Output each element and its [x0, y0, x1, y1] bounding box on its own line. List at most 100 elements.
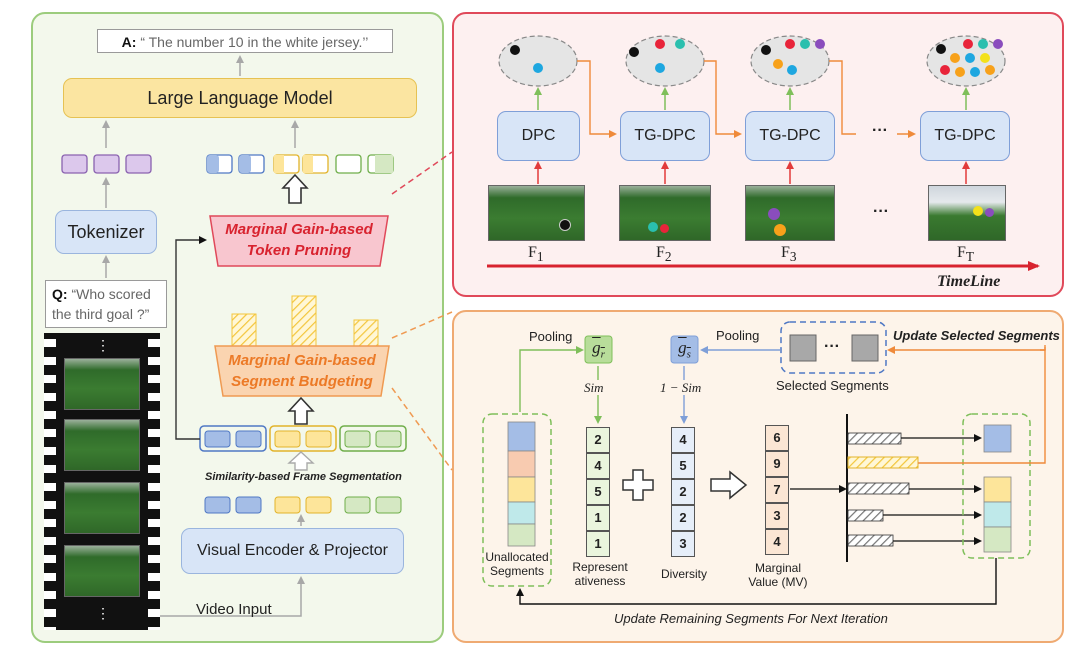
g-s-sub: s: [686, 348, 691, 361]
token-pruning-line-1: Marginal Gain-based: [225, 221, 373, 238]
g-r-sub: r: [600, 348, 605, 361]
g-r-symbol: gr: [585, 338, 612, 360]
representativeness-line-1: Represent: [572, 560, 628, 574]
rep-cell: 1: [586, 531, 610, 557]
node-tg-dpc-t: TG-DPC: [920, 111, 1010, 161]
bottom-right-panel: [452, 310, 1064, 643]
film-dots-bottom: ⋮: [96, 605, 110, 621]
rep-cell: 1: [586, 505, 610, 531]
selected-segments-label: Selected Segments: [776, 378, 889, 393]
marginal-value-label: Marginal Value (MV): [740, 561, 816, 589]
unallocated-segments-label: Unallocated Segments: [481, 550, 553, 578]
representativeness-line-2: ativeness: [574, 574, 626, 588]
film-strip: ⋮ ⋮: [44, 333, 160, 630]
question-line-2: the third goal ?”: [52, 306, 150, 322]
frame-label-base: F: [781, 244, 790, 261]
one-minus-sim-label: 1 − Sim: [660, 380, 702, 395]
frame-label-base: F: [957, 244, 966, 261]
frame-label-sub: T: [965, 249, 975, 265]
selected-ellipsis: ···: [824, 338, 840, 355]
frame-image-1: [488, 185, 585, 241]
pooling-left-label: Pooling: [529, 329, 573, 344]
mv-cell: 6: [765, 425, 789, 451]
marginal-line-1: Marginal: [754, 561, 802, 575]
film-frame: [64, 482, 140, 534]
rep-cell: 2: [586, 427, 610, 453]
unallocated-line-1: Unallocated: [485, 550, 549, 564]
video-input-label: Video Input: [196, 601, 272, 618]
div-cell: 3: [671, 531, 695, 557]
pooling-right-label: Pooling: [716, 328, 760, 343]
visual-encoder-block: Visual Encoder & Projector: [181, 528, 404, 574]
token-marker: [660, 224, 669, 233]
segment-budgeting-line-1: Marginal Gain-based: [228, 352, 376, 369]
node-tg-dpc-2: TG-DPC: [620, 111, 710, 161]
unallocated-line-2: Segments: [489, 564, 545, 578]
mv-cell: 4: [765, 529, 789, 555]
mv-cell: 9: [765, 451, 789, 477]
film-frame: [64, 545, 140, 597]
segment-budgeting-block: Marginal Gain-based Segment Budgeting: [215, 350, 389, 392]
div-cell: 2: [671, 479, 695, 505]
film-frame: [64, 419, 140, 471]
rep-cell: 5: [586, 479, 610, 505]
answer-text: “ The number 10 in the white jersey.’’: [140, 34, 369, 50]
frame-label-3: F3: [781, 244, 797, 265]
marginal-value-column: 6 9 7 3 4: [765, 425, 789, 555]
diversity-label: Diversity: [660, 567, 707, 581]
update-remaining-label: Update Remaining Segments For Next Itera…: [614, 611, 888, 626]
diversity-column: 4 5 2 2 3: [671, 427, 695, 557]
token-pruning-block: Marginal Gain-based Token Pruning: [210, 219, 388, 261]
update-selected-label: Update Selected Segments: [893, 328, 1060, 343]
g-s-base: g: [678, 338, 687, 357]
frame-ellipsis: ···: [873, 203, 889, 220]
token-marker: [768, 208, 780, 220]
film-perforations-right: [148, 333, 160, 630]
frame-image-3: [745, 185, 835, 241]
node-tg-dpc-3: TG-DPC: [745, 111, 835, 161]
token-marker: [648, 222, 658, 232]
representativeness-column: 2 4 5 1 1: [586, 427, 610, 557]
mv-cell: 7: [765, 477, 789, 503]
div-cell: 2: [671, 505, 695, 531]
token-pruning-line-2: Token Pruning: [246, 242, 352, 259]
frame-label-base: F: [656, 244, 665, 261]
frame-image-t: [928, 185, 1006, 241]
frame-label-sub: 3: [789, 249, 797, 265]
answer-box: A: “ The number 10 in the white jersey.’…: [97, 29, 393, 53]
question-label: Q:: [52, 286, 68, 302]
frame-image-2: [619, 185, 711, 241]
frame-label-sub: 2: [664, 249, 672, 265]
g-s-symbol: gs: [671, 338, 698, 360]
film-frame: [64, 358, 140, 410]
node-ellipsis: ···: [872, 122, 888, 139]
frame-label-sub: 1: [536, 249, 544, 265]
token-marker: [774, 224, 786, 236]
g-r-base: g: [592, 338, 601, 357]
timeline-label: TimeLine: [937, 273, 1001, 290]
tokenizer-block: Tokenizer: [55, 210, 157, 254]
representativeness-label: Represent ativeness: [565, 560, 635, 588]
token-marker: [559, 219, 571, 231]
node-dpc: DPC: [497, 111, 580, 161]
token-marker: [973, 206, 983, 216]
frame-label-1: F1: [528, 244, 544, 265]
mv-cell: 3: [765, 503, 789, 529]
token-marker: [985, 208, 994, 217]
frame-segmentation-label: Similarity-based Frame Segmentation: [205, 471, 402, 483]
answer-label: A:: [121, 34, 137, 50]
frame-label-t: FT: [957, 244, 974, 265]
rep-cell: 4: [586, 453, 610, 479]
film-perforations-left: [44, 333, 56, 630]
question-box: Q: “Who scored the third goal ?”: [45, 280, 167, 328]
film-dots-top: ⋮: [96, 337, 110, 353]
frame-label-base: F: [528, 244, 537, 261]
llm-block: Large Language Model: [63, 78, 417, 118]
div-cell: 4: [671, 427, 695, 453]
sim-label: Sim: [584, 380, 604, 395]
frame-label-2: F2: [656, 244, 672, 265]
div-cell: 5: [671, 453, 695, 479]
marginal-line-2: Value (MV): [748, 575, 808, 589]
question-line-1: “Who scored: [71, 286, 151, 302]
